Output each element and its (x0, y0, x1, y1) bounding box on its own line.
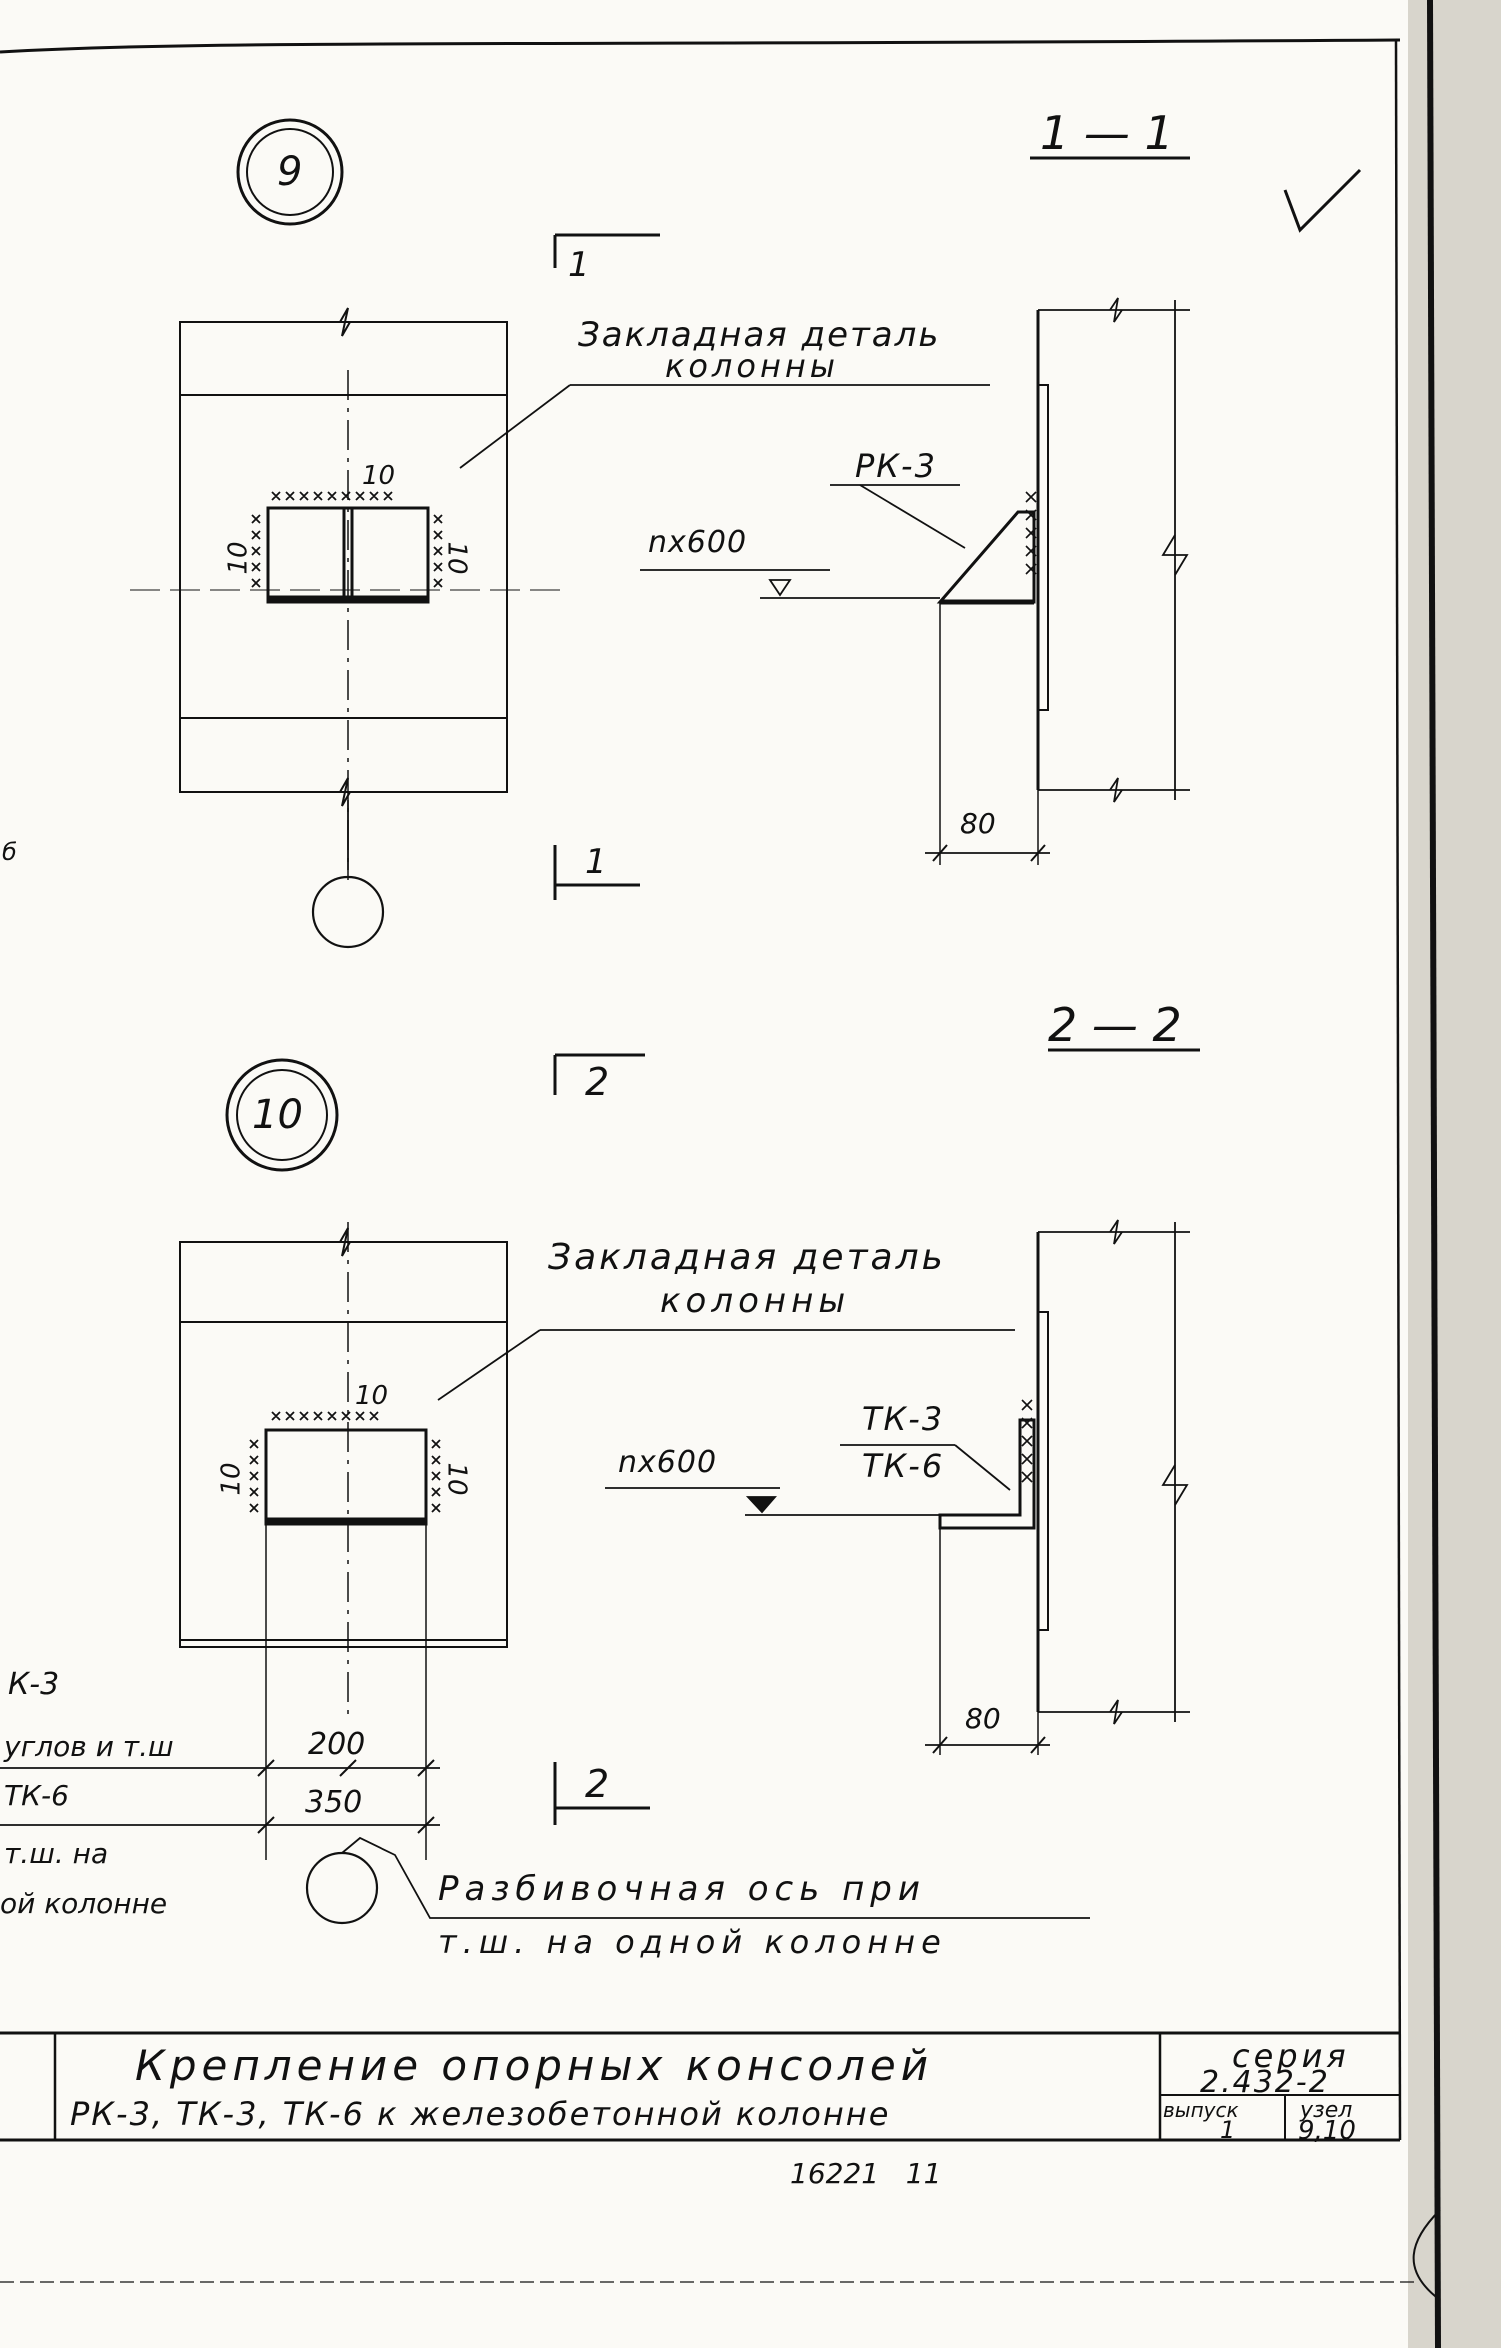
dim-200: 200 (308, 1727, 366, 1762)
node-value: 9,10 (1298, 2116, 1356, 2146)
embedded-part-label-10-line1: Закладная деталь (548, 1237, 946, 1278)
top-border-line (0, 38, 1401, 54)
column-9-break-bottom (339, 777, 351, 807)
dim-350: 350 (305, 1785, 363, 1820)
weld-10-top-size: 10 (355, 1381, 389, 1411)
section-11-break-bottom (1109, 777, 1123, 803)
section-11-weld (1025, 491, 1037, 575)
section-1-mark-top: 1 (568, 245, 590, 285)
section-22-dim-80: 80 (965, 1702, 1001, 1735)
series-value: 2.432-2 (1200, 2065, 1330, 2100)
axis-note-line1: Разбивочная ось при (438, 1869, 926, 1909)
embedded-part-label-9-line1: Закладная деталь (578, 315, 941, 355)
embedded-part-label-10-line2: колонны (660, 1281, 851, 1321)
node-10-number: 10 (252, 1092, 303, 1138)
weld-10-right-size: 10 (441, 1462, 472, 1496)
leader-10-embedded (437, 1329, 541, 1401)
section-22-dim-ticks (932, 1736, 1046, 1754)
left-note-line4: т.ш. на (4, 1837, 109, 1870)
section-11-dim-break (1161, 534, 1189, 576)
dim-ticks (257, 1759, 435, 1834)
node-10-inner-circle (236, 1069, 328, 1161)
axis-note-line2: т.ш. на одной колонне (438, 1923, 947, 1961)
section-22-break-bottom (1109, 1699, 1123, 1725)
section-22-tk-leader (954, 1444, 1011, 1491)
weld-10-top (271, 1411, 379, 1421)
scan-edge-shadow (1408, 0, 1501, 2348)
leader-9-embedded (459, 384, 571, 469)
section-22-level-arrow (745, 1496, 777, 1514)
section-11-level-arrow (768, 579, 792, 597)
weld-9-right (433, 514, 443, 588)
issue-label: выпуск (1163, 2098, 1239, 2122)
section-2-mark-bottom: 2 (585, 1762, 610, 1806)
section-1-mark-bottom: 1 (585, 842, 607, 882)
section-2-marker-top (553, 1053, 645, 1095)
axis-9-bubble (311, 875, 385, 949)
margin-mark: б (2, 838, 17, 866)
title-block-line1: Крепление опорных консолей (135, 2041, 934, 2090)
section-22-weld (1021, 1399, 1033, 1483)
left-note-line2: углов и т.ш (4, 1730, 174, 1763)
column-9-break-top (339, 307, 351, 337)
section-22-angle (938, 1418, 1036, 1530)
section-11-level-label: nx600 (648, 525, 748, 560)
column-10-break-top (339, 1227, 351, 1257)
section-22-part-label-1: ТК-3 (862, 1400, 945, 1438)
section-2-marker-bottom (553, 1762, 650, 1825)
title-block-line2: РК-3, ТК-3, ТК-6 к железобетонной колонн… (70, 2095, 891, 2133)
section-11-dim-ticks (932, 844, 1046, 862)
embedded-part-label-9-line2: колонны (665, 347, 840, 385)
axis-10-bubble (305, 1851, 379, 1925)
left-note-line3: ТК-6 (4, 1779, 69, 1812)
section-11-dim-80: 80 (960, 807, 996, 840)
series-label: серия (1232, 2037, 1350, 2075)
left-note-line5: ой колонне (0, 1887, 168, 1920)
scan-edge-dark (1427, 0, 1441, 2348)
column-9-outline (179, 321, 508, 793)
section-11-part-label: РК-3 (855, 447, 937, 485)
section-22-level-label: nx600 (618, 1445, 718, 1480)
weld-9-top-size: 10 (362, 461, 396, 491)
weld-9-left (251, 514, 261, 588)
node-9-outer-circle (236, 118, 344, 226)
section-11-bracket-rk3 (936, 510, 1036, 604)
footer-number: 16221 11 (790, 2157, 942, 2190)
section-22-dim-break (1161, 1464, 1189, 1506)
plate-9 (266, 506, 430, 604)
node-9-number: 9 (277, 149, 303, 195)
section-22-embedded-plate (1037, 1311, 1049, 1631)
node-9-inner-circle (246, 128, 334, 216)
plate-10 (264, 1428, 428, 1526)
weld-9-right-size: 10 (441, 541, 472, 575)
weld-10-left-size: 10 (216, 1462, 247, 1496)
check-mark: ✓ (1290, 150, 1291, 151)
weld-9-left-size: 10 (223, 541, 254, 575)
section-1-marker-top (553, 233, 660, 268)
corner-curl (1412, 2209, 1441, 2301)
check-mark-shape (1283, 168, 1362, 233)
section-22-title: 2 — 2 (1048, 998, 1182, 1052)
right-border-line (1394, 39, 1402, 2141)
section-11-title: 1 — 1 (1040, 106, 1174, 160)
left-note-line1: К-3 (8, 1667, 60, 1702)
weld-10-right (431, 1439, 441, 1513)
axis-10-leader (341, 1836, 1090, 1919)
section-22-part-label-2: ТК-6 (862, 1447, 945, 1485)
section-11-embedded-plate (1037, 384, 1049, 711)
node-10-outer-circle (225, 1058, 339, 1172)
weld-9-top (271, 491, 393, 501)
section-22-break-top (1109, 1219, 1123, 1245)
section-11-break-top (1109, 297, 1123, 323)
section-11-rk3-leader (859, 484, 966, 549)
weld-10-left (249, 1439, 259, 1513)
node-label: узел (1300, 2098, 1353, 2123)
column-10-outline (179, 1241, 508, 1648)
section-1-marker-bottom (553, 845, 640, 900)
section-2-mark-top: 2 (585, 1060, 610, 1104)
issue-value: 1 (1220, 2116, 1236, 2144)
